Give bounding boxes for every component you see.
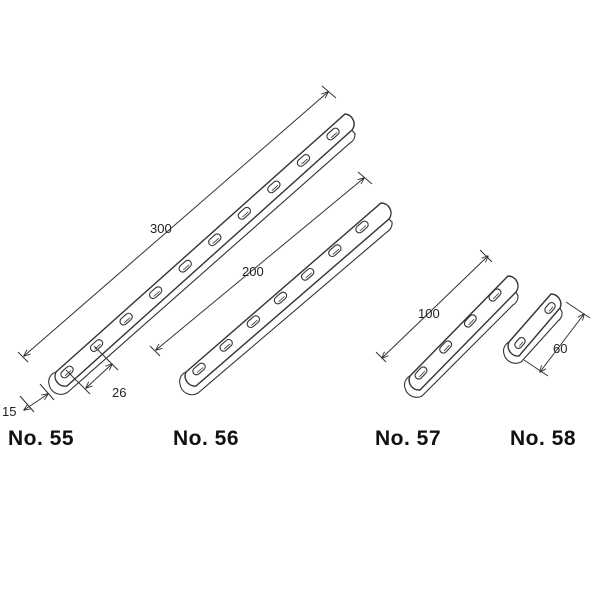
dimension-100-label: 100 [418, 306, 440, 321]
slot-hole-depth [196, 367, 204, 374]
dimension-15-label: 15 [2, 404, 16, 419]
part-label-no56: No. 56 [173, 427, 240, 450]
bar-no57 [403, 275, 519, 398]
dimension-60: 60 [523, 301, 591, 377]
slot-hole-depth [548, 306, 554, 312]
bar-no58 [502, 293, 563, 364]
holes-no58 [514, 302, 556, 349]
slot-hole-depth [64, 370, 72, 377]
dimension-200: 200 [149, 171, 373, 357]
dimension-200-label: 200 [242, 264, 264, 279]
part-label-no57: No. 57 [375, 427, 442, 450]
slot-hole-depth [518, 341, 524, 347]
slot-hole [488, 288, 502, 302]
dimension-26: 26 [65, 345, 126, 400]
dimension-15: 15 [2, 383, 55, 419]
slot-hole [414, 366, 428, 380]
slot-hole [60, 365, 74, 379]
bar-no55 [48, 113, 356, 395]
dimension-300-label: 300 [150, 221, 172, 236]
dimension-60-label: 60 [553, 341, 567, 356]
dimension-100: 100 [375, 249, 493, 363]
slot-hole-depth [330, 132, 338, 139]
slot-hole-depth [493, 292, 500, 300]
part-label-no58: No. 58 [510, 427, 577, 450]
dimension-300: 300 [17, 85, 337, 363]
slot-hole [192, 362, 206, 376]
part-label-no55: No. 55 [8, 427, 75, 450]
bar-no56 [179, 202, 393, 396]
slot-hole [514, 337, 526, 349]
slot-hole-depth [419, 370, 426, 378]
dimension-26-label: 26 [112, 385, 126, 400]
